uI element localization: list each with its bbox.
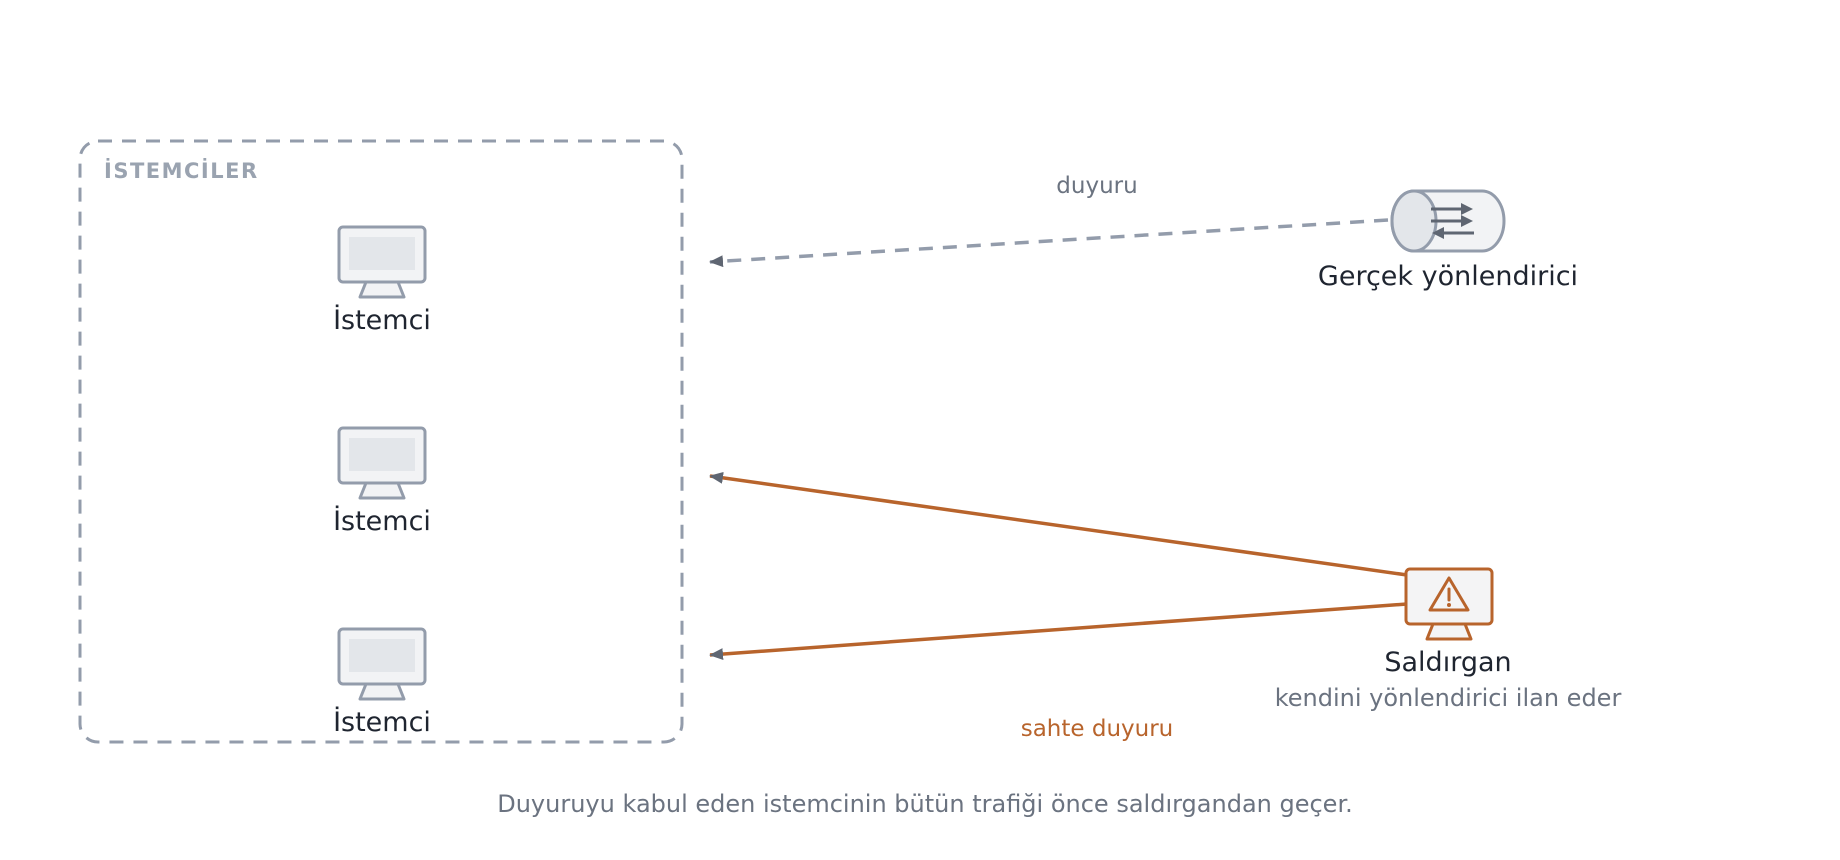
router-node[interactable]: Gerçek yönlendirici (1318, 189, 1578, 292)
warning-monitor-icon (1404, 567, 1494, 641)
fake-announcement-label: sahte duyuru (1021, 716, 1174, 742)
router-icon (1390, 189, 1506, 253)
attacker-node[interactable]: Saldırgan kendini yönlendirici ilan eder (1275, 567, 1622, 712)
attacker-label: Saldırgan (1384, 647, 1511, 678)
client-label: İstemci (333, 505, 431, 537)
fake-announcement-arrow-2 (709, 602, 1408, 661)
client-node-1[interactable]: İstemci (333, 225, 431, 336)
clients-group: İSTEMCİLER (78, 139, 684, 744)
diagram-caption: Duyuruyu kabul eden istemcinin bütün tra… (497, 790, 1353, 818)
fake-announcement-arrow-1 (709, 471, 1408, 577)
client-node-2[interactable]: İstemci (333, 426, 431, 537)
fake-announcement-edges: sahte duyuru (709, 471, 1408, 742)
announcement-label: duyuru (1056, 173, 1137, 199)
clients-group-border (78, 139, 684, 744)
router-label: Gerçek yönlendirici (1318, 261, 1578, 292)
client-label: İstemci (333, 706, 431, 738)
client-label: İstemci (333, 304, 431, 336)
attacker-sublabel: kendini yönlendirici ilan eder (1275, 684, 1622, 712)
clients-group-label: İSTEMCİLER (104, 158, 259, 183)
announcement-arrow (709, 218, 1389, 268)
monitor-icon (337, 225, 427, 299)
client-node-3[interactable]: İstemci (333, 627, 431, 738)
monitor-icon (337, 426, 427, 500)
monitor-icon (337, 627, 427, 701)
announcement-edge: duyuru (709, 173, 1389, 268)
